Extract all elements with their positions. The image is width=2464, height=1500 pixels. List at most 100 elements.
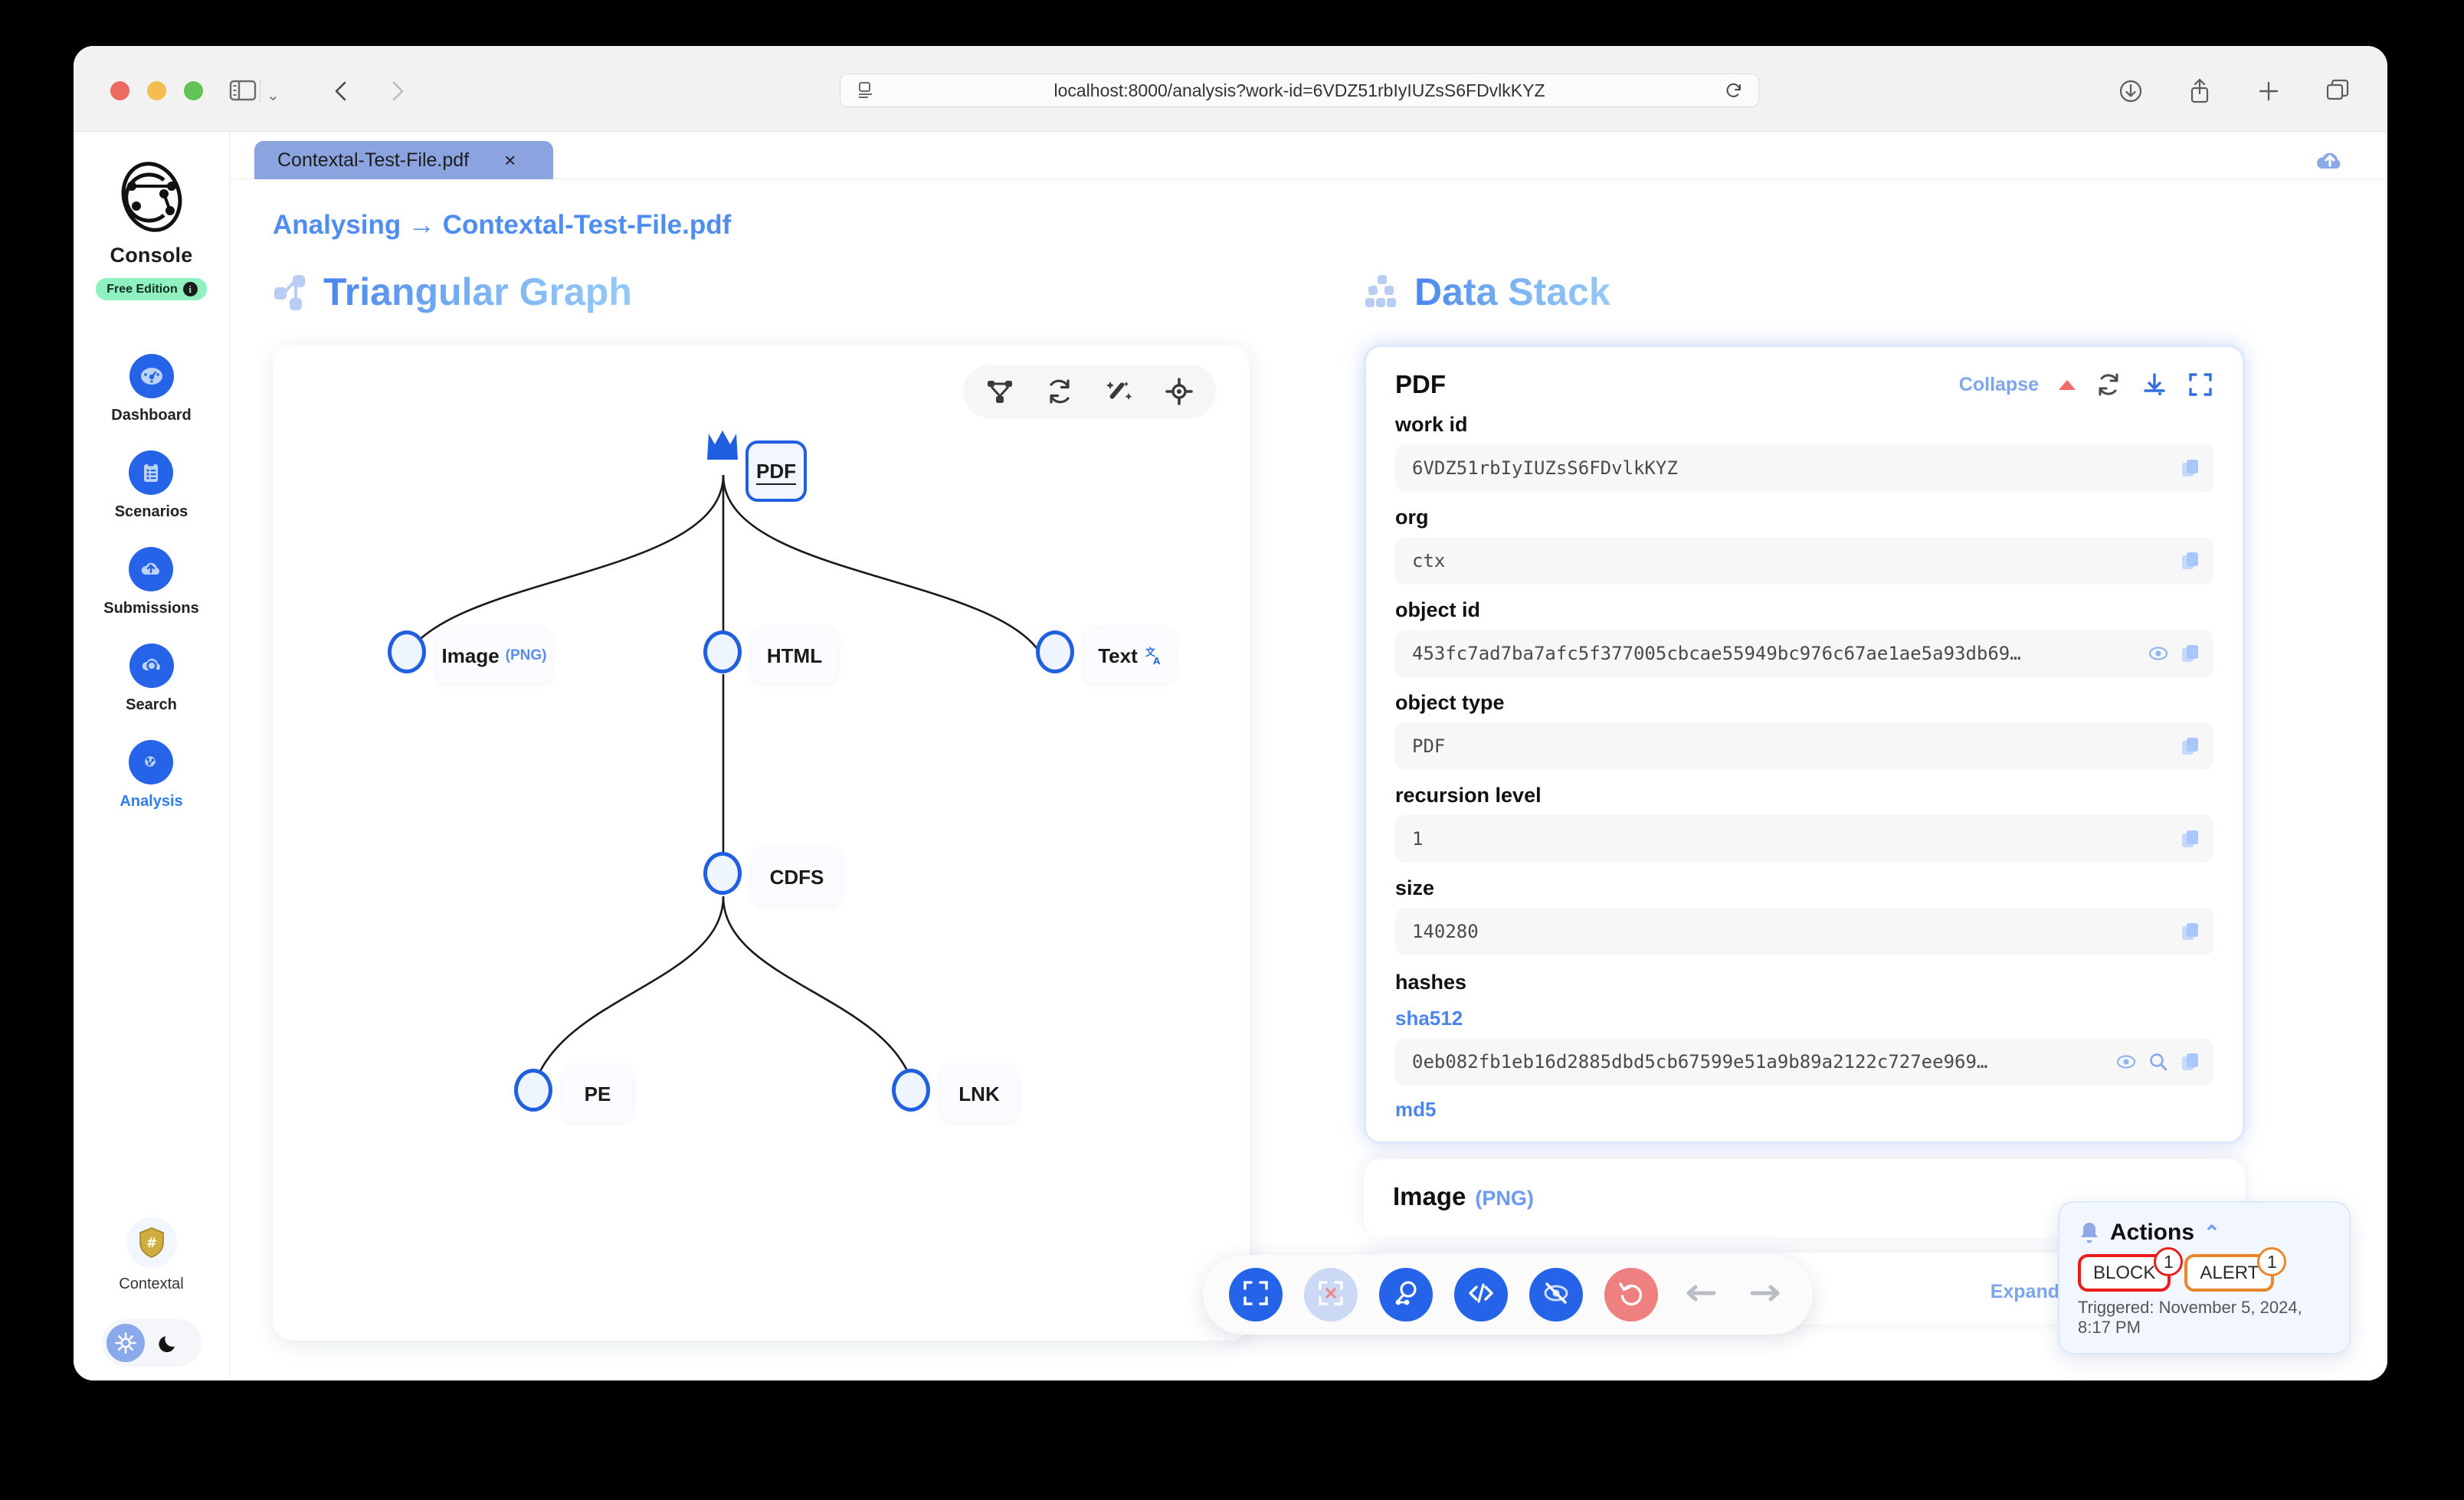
hash-value-box-sha512[interactable]: 0eb082fb1eb16d2885dbd5cb67599e51a9b89a21… bbox=[1395, 1038, 2213, 1086]
svg-text:#: # bbox=[146, 1236, 156, 1251]
graph-node-pe[interactable]: PE bbox=[563, 1066, 632, 1122]
copy-icon[interactable] bbox=[2180, 1051, 2201, 1073]
field-value-box[interactable]: PDF bbox=[1395, 722, 2213, 770]
close-icon[interactable]: × bbox=[504, 148, 516, 172]
graph-edges bbox=[408, 474, 1040, 1085]
sidebar-item-analysis[interactable]: Analysis bbox=[120, 740, 183, 811]
contextal-logo-icon bbox=[103, 152, 201, 242]
sidebar-item-dashboard[interactable]: Dashboard bbox=[111, 354, 192, 424]
view-source-button[interactable] bbox=[1454, 1268, 1508, 1322]
new-tab-icon[interactable] bbox=[2254, 77, 2283, 106]
forward-button[interactable] bbox=[382, 77, 412, 106]
graph-node-handle-html[interactable] bbox=[703, 630, 742, 673]
app-tab[interactable]: Contextal-Test-File.pdf × bbox=[254, 141, 553, 179]
back-button[interactable] bbox=[326, 77, 357, 106]
reload-icon[interactable] bbox=[1725, 81, 1743, 100]
cloud-search-icon bbox=[129, 644, 174, 688]
field-value-box[interactable]: 140280 bbox=[1395, 908, 2213, 955]
graph-node-pdf[interactable]: PDF bbox=[745, 441, 807, 502]
field-value-box[interactable]: 453fc7ad7ba7afc5f377005cbcae55949bc976c6… bbox=[1395, 630, 2213, 677]
expand-button[interactable]: Expand bbox=[1990, 1280, 2059, 1302]
graph-node-label: Text bbox=[1098, 644, 1138, 667]
moon-icon[interactable] bbox=[149, 1324, 188, 1362]
field-value-box[interactable]: 1 bbox=[1395, 815, 2213, 863]
search-icon[interactable] bbox=[2148, 1051, 2169, 1073]
copy-icon[interactable] bbox=[2180, 457, 2201, 479]
hash-name-md5[interactable]: md5 bbox=[1395, 1098, 1437, 1121]
theme-toggle[interactable] bbox=[101, 1319, 202, 1367]
triangle-up-icon[interactable] bbox=[2059, 379, 2076, 390]
address-bar[interactable]: localhost:8000/analysis?work-id=6VDZ51rb… bbox=[840, 74, 1759, 107]
refresh-icon[interactable] bbox=[2095, 372, 2122, 398]
download-icon[interactable] bbox=[2116, 77, 2145, 106]
cloud-upload-icon[interactable] bbox=[2312, 144, 2348, 175]
next-button[interactable] bbox=[1744, 1279, 1787, 1310]
crosshair-icon[interactable] bbox=[1165, 378, 1193, 405]
sidebar-item-submissions[interactable]: Submissions bbox=[103, 547, 199, 617]
collapse-button[interactable]: Collapse bbox=[1958, 373, 2039, 395]
status-badge-alert[interactable]: ALERT 1 bbox=[2184, 1247, 2287, 1292]
field-value-box[interactable]: ctx bbox=[1395, 537, 2213, 585]
magic-wand-icon[interactable] bbox=[1106, 378, 1133, 405]
eye-icon[interactable] bbox=[2115, 1051, 2137, 1073]
reader-view-icon[interactable] bbox=[857, 81, 874, 100]
window-controls[interactable] bbox=[110, 81, 203, 100]
graph-node-handle-lnk[interactable] bbox=[892, 1069, 930, 1112]
field-value-box[interactable]: 6VDZ51rbIyIUZsS6FDvlkKYZ bbox=[1395, 444, 2213, 492]
maximize-window-button[interactable] bbox=[184, 81, 203, 100]
sidebar-item-scenarios[interactable]: Scenarios bbox=[115, 450, 188, 521]
graph-node-image[interactable]: Image (PNG) bbox=[437, 628, 551, 683]
copy-icon[interactable] bbox=[2180, 643, 2201, 664]
code-icon bbox=[1466, 1279, 1496, 1312]
hash-name-sha512[interactable]: sha512 bbox=[1395, 1007, 1463, 1030]
tab-overview-icon[interactable] bbox=[2323, 77, 2352, 106]
sidebar-item-search[interactable]: Search bbox=[126, 644, 177, 714]
copy-icon[interactable] bbox=[2180, 735, 2201, 757]
collapse-x-icon bbox=[1316, 1279, 1345, 1312]
collapse-all-button[interactable] bbox=[1304, 1268, 1358, 1322]
graph-canvas-card[interactable]: PDF Image (PNG) HTML bbox=[273, 345, 1250, 1341]
url-text[interactable]: localhost:8000/analysis?work-id=6VDZ51rb… bbox=[1053, 80, 1545, 100]
data-stack-card-pdf[interactable]: PDF Collapse bbox=[1364, 345, 2245, 1144]
sidebar-toggle-icon[interactable] bbox=[229, 78, 257, 103]
graph-node-handle-cdfs[interactable] bbox=[703, 852, 742, 895]
graph-node-lnk[interactable]: LNK bbox=[941, 1066, 1017, 1122]
graph-node-cdfs[interactable]: CDFS bbox=[752, 850, 841, 905]
minimize-window-button[interactable] bbox=[147, 81, 166, 100]
info-icon[interactable]: i bbox=[182, 282, 198, 296]
hide-labels-button[interactable] bbox=[1529, 1268, 1583, 1322]
share-icon[interactable] bbox=[2185, 77, 2214, 106]
reset-graph-button[interactable] bbox=[1604, 1268, 1658, 1322]
copy-icon[interactable] bbox=[2180, 550, 2201, 572]
graph-node-handle-text[interactable] bbox=[1036, 630, 1074, 673]
copy-icon[interactable] bbox=[2180, 921, 2201, 942]
download-icon[interactable] bbox=[2141, 372, 2167, 398]
shield-hash-icon[interactable]: # bbox=[126, 1217, 177, 1268]
fit-view-button[interactable] bbox=[1229, 1268, 1283, 1322]
chevron-down-icon[interactable]: ⌄ bbox=[267, 87, 280, 104]
expand-icon[interactable] bbox=[2187, 372, 2213, 398]
copy-icon[interactable] bbox=[2180, 828, 2201, 850]
hierarchy-icon[interactable] bbox=[986, 378, 1014, 405]
arrow-left-icon bbox=[1683, 1282, 1719, 1308]
graph-node-handle-pe[interactable] bbox=[514, 1069, 552, 1112]
prev-button[interactable] bbox=[1679, 1279, 1722, 1310]
chevron-up-icon[interactable]: ⌃ bbox=[2204, 1220, 2220, 1244]
field-org: org ctx bbox=[1395, 506, 2213, 585]
brand-name: Console bbox=[110, 244, 193, 267]
sun-icon[interactable] bbox=[106, 1324, 145, 1362]
graph-node-handle-image[interactable] bbox=[388, 630, 426, 673]
close-window-button[interactable] bbox=[110, 81, 129, 100]
graph-node-html[interactable]: HTML bbox=[752, 628, 837, 683]
actions-popup[interactable]: Actions ⌃ BLOCK 1 ALERT 1 Triggered: bbox=[2058, 1201, 2351, 1354]
status-badge-block[interactable]: BLOCK 1 bbox=[2078, 1247, 2184, 1292]
find-node-button[interactable] bbox=[1379, 1268, 1433, 1322]
refresh-icon[interactable] bbox=[1046, 378, 1073, 405]
edition-badge[interactable]: Free Edition i bbox=[96, 278, 207, 300]
undo-icon bbox=[1617, 1279, 1646, 1312]
eye-icon[interactable] bbox=[2148, 643, 2169, 664]
badge-count: 1 bbox=[2257, 1247, 2287, 1276]
